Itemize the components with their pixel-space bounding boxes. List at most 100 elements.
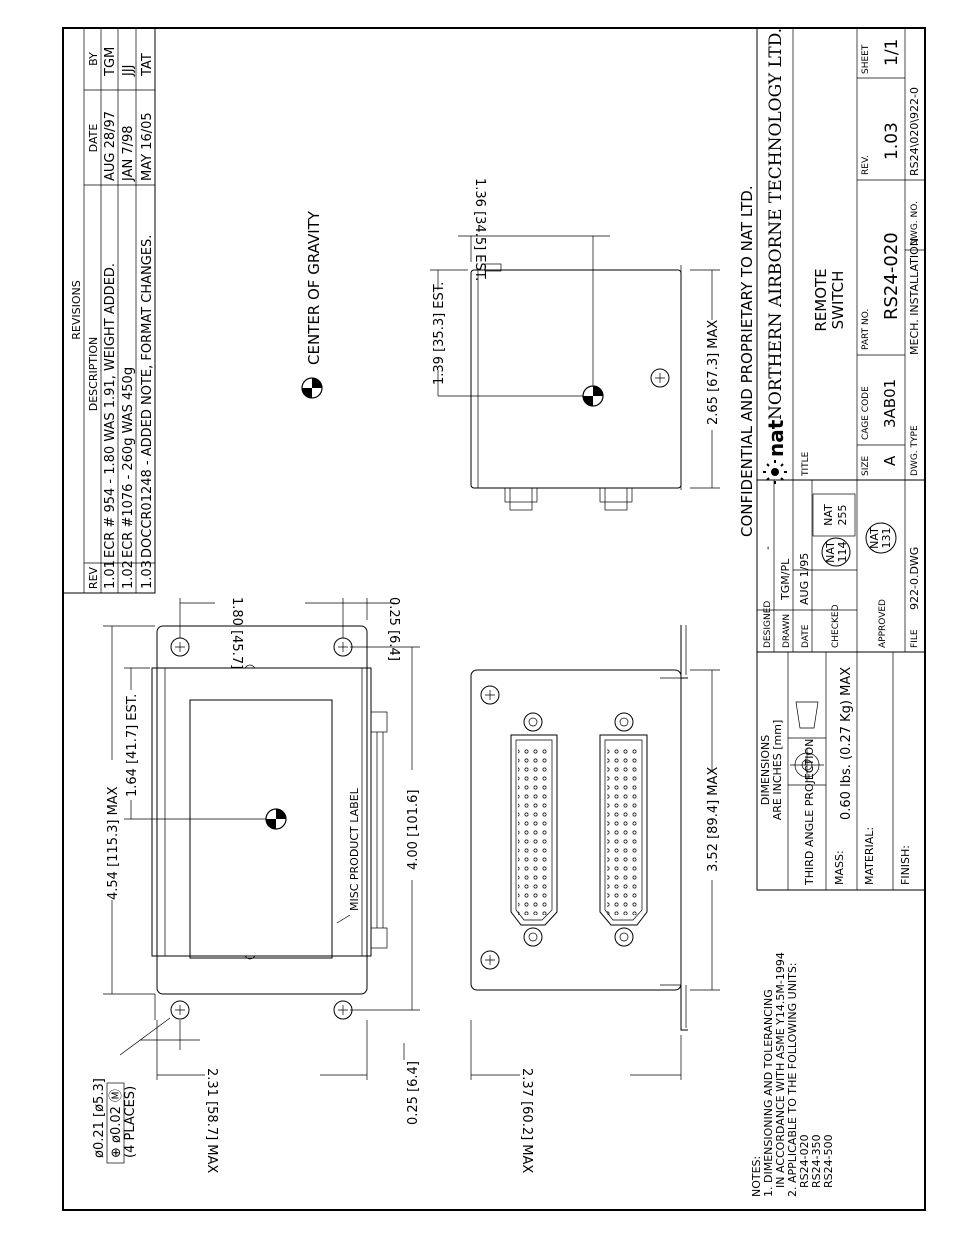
note-2-unit-2: RS24-350 bbox=[810, 1134, 823, 1188]
date-value: AUG 1/95 bbox=[798, 553, 811, 605]
dim-2-65: 2.65 [67.3] MAX bbox=[706, 320, 721, 425]
svg-text:NAT: NAT bbox=[824, 541, 837, 563]
file-label: FILE bbox=[910, 629, 920, 648]
rev-label: REV. bbox=[861, 155, 871, 175]
dim-1-36: 1.36 [34.5] EST. bbox=[472, 178, 487, 281]
title-line-2: SWITCH bbox=[829, 271, 847, 330]
designed-label: DESIGNED bbox=[763, 601, 773, 648]
date-label: DATE bbox=[801, 624, 811, 648]
rev-row-1-rev: 1.01 bbox=[103, 560, 118, 589]
rev-row-2-date: JAN 7/98 bbox=[121, 125, 136, 182]
dimensions-units: ARE INCHES [mm] bbox=[771, 720, 784, 820]
svg-text:131: 131 bbox=[880, 528, 893, 549]
revisions-title: REVISIONS bbox=[70, 280, 83, 339]
checked-label: CHECKED bbox=[831, 604, 841, 648]
dimensions-label: DIMENSIONS bbox=[759, 735, 772, 805]
note-1-line-2: IN ACCORDANCE WITH ASME Y14.5M-1994 bbox=[774, 952, 787, 1188]
dwg-type-label: DWG. TYPE bbox=[910, 425, 920, 476]
notes-heading: NOTES: bbox=[750, 1156, 763, 1197]
product-label-callout: MISC PRODUCT LABEL bbox=[348, 787, 361, 911]
svg-text:nat: nat bbox=[764, 419, 788, 457]
checked-stamp-2: NAT 255 bbox=[812, 493, 856, 537]
dim-0-25-left: 0.25 [6.4] bbox=[406, 1061, 421, 1125]
db-connector-2 bbox=[599, 712, 648, 947]
date-header: DATE bbox=[87, 124, 100, 153]
connector-view: 3.52 [89.4] MAX 2.37 [60.2] MAX bbox=[470, 625, 721, 1173]
rev-row-1-by: TGM bbox=[103, 47, 118, 77]
part-no-label: PART NO. bbox=[861, 309, 871, 350]
cage-code-label: CAGE CODE bbox=[861, 386, 871, 440]
drawn-label: DRAWN bbox=[782, 614, 792, 648]
top-view: MISC PRODUCT LABEL 4.54 [115.3] MAX 1.64… bbox=[92, 597, 421, 1173]
note-1-line-1: 1. DIMENSIONING AND TOLERANCING bbox=[762, 989, 775, 1197]
mass-value: 0.60 lbs. (0.27 Kg) MAX bbox=[839, 667, 854, 820]
third-angle-projection-icon bbox=[790, 701, 824, 782]
mount-hole-5 bbox=[480, 685, 500, 705]
drawn-value: TGM/PL bbox=[779, 558, 792, 601]
dim-2-31: 2.31 [58.7] MAX bbox=[204, 1068, 219, 1173]
dim-4-00: 4.00 [101.6] bbox=[406, 790, 421, 870]
dim-0-25-top: 0.25 [6.4] bbox=[386, 597, 401, 661]
rev-row-3-by: TAT bbox=[140, 53, 155, 77]
nat-logo: nat bbox=[763, 419, 788, 484]
svg-text:NAT: NAT bbox=[822, 504, 835, 526]
dim-4-54: 4.54 [115.3] MAX bbox=[106, 786, 121, 900]
dim-3-52: 3.52 [89.4] MAX bbox=[706, 767, 721, 872]
rev-row-1-date: AUG 28/97 bbox=[103, 111, 118, 181]
side-view: 1.39 [35.3] EST. 1.36 [34.5] EST. 2.65 [… bbox=[430, 178, 721, 511]
designed-value: - bbox=[761, 546, 774, 550]
rev-header: REV bbox=[87, 566, 100, 589]
title-block: DIMENSIONS ARE INCHES [mm] THIRD ANGLE P… bbox=[756, 27, 926, 891]
mass-label: MASS: bbox=[833, 850, 846, 885]
dim-1-39: 1.39 [35.3] EST. bbox=[432, 282, 447, 385]
hole-count-callout: (4 PLACES) bbox=[123, 1086, 138, 1158]
file-value: 922-0.DWG bbox=[908, 547, 921, 610]
mount-hole-6 bbox=[480, 950, 500, 970]
dim-2-37: 2.37 [60.2] MAX bbox=[519, 1068, 534, 1173]
size-label: SIZE bbox=[861, 455, 871, 476]
title-label: TITLE bbox=[801, 451, 811, 477]
svg-text:255: 255 bbox=[836, 505, 849, 526]
size-value: A bbox=[881, 455, 899, 466]
mount-hole-4 bbox=[333, 1000, 353, 1020]
mount-hole-7 bbox=[650, 368, 670, 388]
approved-stamp: NAT 131 bbox=[865, 522, 897, 554]
note-2-unit-3: RS24-500 bbox=[822, 1134, 835, 1188]
revisions-table: REVISIONS REV DESCRIPTION DATE BY 1.01 E… bbox=[62, 27, 156, 594]
rev-row-2-rev: 1.02 bbox=[121, 560, 136, 589]
mount-hole-1 bbox=[170, 637, 190, 657]
svg-text:114: 114 bbox=[836, 542, 849, 563]
sheet-label: SHEET bbox=[861, 44, 871, 74]
dwg-type-value: MECH. INSTALLATION bbox=[908, 238, 921, 355]
mount-hole-3 bbox=[170, 1000, 190, 1020]
dim-1-64: 1.64 [41.7] EST. bbox=[125, 694, 140, 797]
note-2: 2. APPLICABLE TO THE FOLLOWING UNITS: bbox=[786, 962, 799, 1197]
db-connector-1 bbox=[510, 712, 558, 947]
note-2-unit-1: RS24-020 bbox=[798, 1134, 811, 1188]
rev-row-1-description: ECR # 954 - 1.80 WAS 1.91, WEIGHT ADDED. bbox=[103, 263, 118, 558]
by-header: BY bbox=[87, 52, 100, 66]
part-no-value: RS24-020 bbox=[881, 232, 902, 320]
cog-marker-top-view bbox=[265, 808, 287, 830]
sheet-value: 1/1 bbox=[882, 39, 902, 66]
rev-row-3-rev: 1.03 bbox=[140, 560, 155, 589]
dwg-no-label: DWG. NO. bbox=[910, 201, 920, 246]
description-header: DESCRIPTION bbox=[87, 337, 100, 411]
cage-code-value: 3AB01 bbox=[881, 379, 899, 428]
hole-size-callout: ø0.21 [ø5.3] bbox=[92, 1078, 107, 1158]
rev-row-2-description: ECR #1076 - 260g WAS 450g bbox=[121, 367, 136, 558]
cog-marker-side-view bbox=[582, 385, 604, 407]
rev-value: 1.03 bbox=[882, 122, 902, 160]
svg-text:NAT: NAT bbox=[868, 527, 881, 549]
material-label: MATERIAL: bbox=[863, 827, 876, 885]
cog-symbol bbox=[301, 377, 323, 399]
approved-label: APPROVED bbox=[878, 599, 888, 648]
checked-stamp-1: NAT 114 bbox=[821, 537, 851, 567]
cog-label: CENTER OF GRAVITY bbox=[305, 210, 323, 365]
dwg-no-value: RS24\020\922-0 bbox=[908, 87, 921, 176]
mount-hole-2 bbox=[333, 637, 353, 657]
hole-position-callout: ⊕ ø0.02 Ⓜ bbox=[109, 1089, 124, 1158]
rev-row-3-description: DOCCR01248 - ADDED NOTE, FORMAT CHANGES. bbox=[140, 235, 155, 558]
cog-legend: CENTER OF GRAVITY bbox=[301, 210, 323, 399]
